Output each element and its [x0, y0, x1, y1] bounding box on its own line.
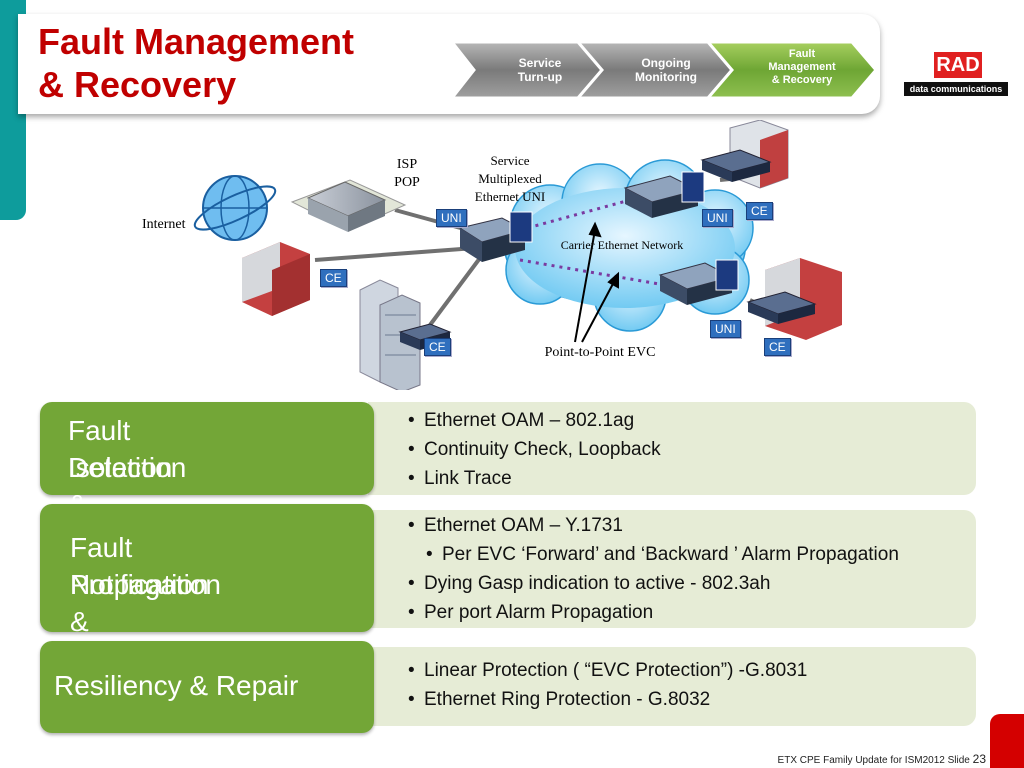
section-1-heading: Fault Detection & Isolation — [40, 402, 374, 520]
logo-tagline: data communications — [904, 82, 1008, 96]
chevron-2-line1: Ongoing — [641, 56, 691, 70]
uni-device-top-icon — [623, 171, 705, 218]
slide-title-line2: & Recovery — [38, 64, 237, 105]
slide-number: 23 — [972, 752, 986, 766]
section-3-panel: Linear Protection ( “EVC Protection”) -G… — [368, 647, 976, 726]
slide-title: Fault Management & Recovery — [38, 20, 354, 106]
process-chevrons: Service Turn-up Ongoing Monitoring Fault… — [448, 40, 880, 100]
footer-text: ETX CPE Family Update for ISM2012 Slide — [777, 755, 970, 766]
section-3-bullet-2: Ethernet Ring Protection - G.8032 — [408, 685, 807, 714]
section-2-heading-line1: Fault Propagation & — [70, 532, 222, 637]
section-1-panel: Ethernet OAM – 802.1ag Continuity Check,… — [368, 402, 976, 495]
service-uni-label: Service Multiplexed Ethernet UNI — [455, 152, 565, 206]
chevron-1-line1: Service — [518, 56, 562, 70]
section-1-bullet-2: Continuity Check, Loopback — [408, 435, 661, 464]
uni-device-bottom-icon — [658, 259, 739, 305]
chevron-3-line2: Management — [768, 61, 836, 73]
evc-paths — [519, 198, 666, 287]
slide-footer: ETX CPE Family Update for ISM2012 Slide … — [740, 752, 986, 766]
evc-arrows — [574, 221, 619, 343]
chevrons-graphic — [448, 40, 878, 100]
chevron-3-line1: Fault — [788, 48, 816, 60]
slide-title-line1: Fault Management — [38, 21, 355, 62]
network-diagram: ISP POP Service Multiplexed Ethernet UNI… — [130, 120, 870, 390]
corner-accent — [990, 714, 1024, 768]
chevron-1-label: Service Turn-up — [490, 56, 590, 84]
section-3-bullets: Linear Protection ( “EVC Protection”) -G… — [408, 656, 807, 714]
isp-label: ISP — [396, 157, 418, 172]
ce-building-left-icon — [242, 242, 310, 316]
chevron-1-line2: Turn-up — [517, 70, 563, 84]
internet-label: Internet — [142, 217, 186, 232]
chevron-3-line3: & Recovery — [771, 74, 833, 86]
network-graphic — [193, 120, 842, 390]
uni-tag-center: UNI — [436, 209, 467, 227]
section-2-bullet-1: Ethernet OAM – Y.1731 — [408, 511, 899, 540]
uni-tag-bottom-right: UNI — [710, 320, 741, 338]
chevron-2-line2: Monitoring — [635, 70, 697, 84]
section-2-panel: Ethernet OAM – Y.1731 Per EVC ‘Forward’ … — [368, 510, 976, 628]
service-uni-line1: Service — [490, 153, 530, 168]
carrier-network-label: Carrier Ethernet Network — [560, 238, 684, 252]
service-uni-line2: Multiplexed — [478, 171, 542, 186]
logo-brand: RAD — [934, 52, 982, 78]
service-uni-line3: Ethernet UNI — [474, 189, 546, 204]
section-1-heading-line1: Fault Detection & — [68, 415, 187, 520]
section-2-bullet-2: Per EVC ‘Forward’ and ‘Backward ’ Alarm … — [426, 540, 899, 569]
ce-device-bottom-right-icon — [746, 291, 817, 324]
section-2-bullet-4: Per port Alarm Propagation — [408, 598, 899, 627]
section-2-bullets: Ethernet OAM – Y.1731 Per EVC ‘Forward’ … — [408, 511, 899, 627]
section-2-heading-line2: Notification — [70, 569, 209, 600]
section-2-heading: Fault Propagation & Notification — [40, 504, 374, 637]
section-1-bullets: Ethernet OAM – 802.1ag Continuity Check,… — [408, 406, 661, 493]
section-1-heading-line2: Isolation — [68, 452, 173, 483]
section-2-bullet-3: Dying Gasp indication to active - 802.3a… — [408, 569, 899, 598]
tower-building-icon — [359, 279, 421, 390]
ce-device-top-right-icon — [700, 149, 772, 182]
chevron-2-label: Ongoing Monitoring — [616, 56, 716, 84]
section-3-heading: Resiliency & Repair — [40, 641, 374, 733]
ce-tag-tower: CE — [424, 338, 451, 356]
chevron-3-label: Fault Management & Recovery — [746, 48, 858, 87]
chevron-fault-management[interactable] — [704, 40, 878, 100]
section-1-bullet-3: Link Trace — [408, 464, 661, 493]
evc-label: Point-to-Point EVC — [544, 345, 656, 360]
isp-pop-building-icon — [290, 179, 407, 232]
section-1-bullet-1: Ethernet OAM – 802.1ag — [408, 406, 661, 435]
uni-tag-top-right: UNI — [702, 209, 733, 227]
rad-logo: RAD data communications — [904, 52, 1008, 96]
pop-label: POP — [394, 175, 420, 190]
isp-pop-label: ISP POP — [380, 156, 434, 192]
ce-tag-left: CE — [320, 269, 347, 287]
ce-tag-top-right: CE — [746, 202, 773, 220]
ce-tag-bottom-right: CE — [764, 338, 791, 356]
internet-globe-icon — [193, 175, 277, 241]
section-3-bullet-1: Linear Protection ( “EVC Protection”) -G… — [408, 656, 807, 685]
uni-device-center-icon — [458, 211, 533, 262]
section-3-heading-text: Resiliency & Repair — [54, 670, 299, 701]
